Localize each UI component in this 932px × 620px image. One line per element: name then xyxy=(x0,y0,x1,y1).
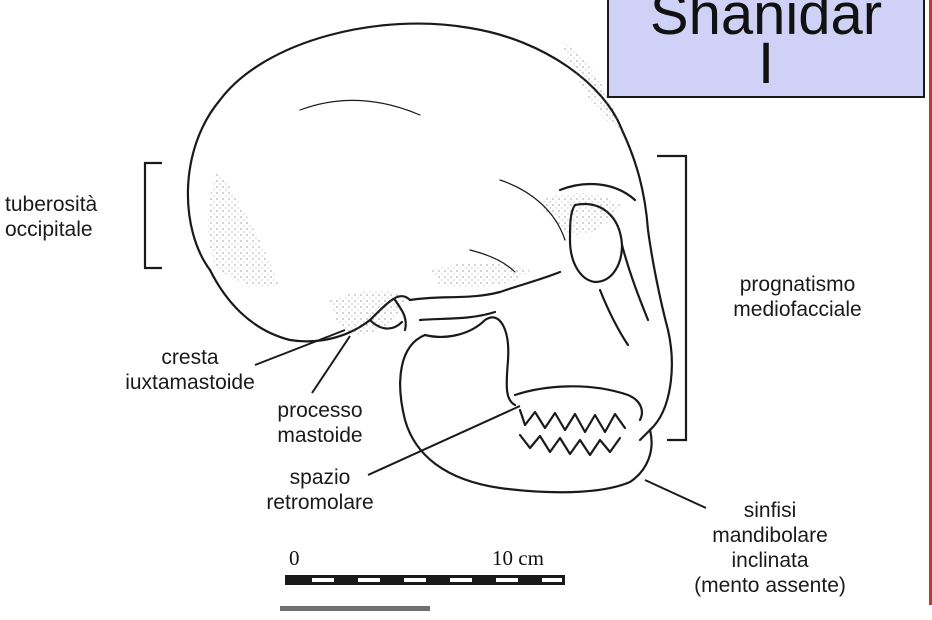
label-spazio: spazio retromolare xyxy=(245,465,395,515)
leader-processo xyxy=(312,336,350,393)
label-sinfisi-line: inclinata xyxy=(670,548,870,573)
label-prognatismo-line: prognatismo xyxy=(710,272,885,297)
label-prognatismo-line: mediofacciale xyxy=(710,297,885,322)
label-processo: processo mastoide xyxy=(245,398,395,448)
label-tuberosita-line: occipitale xyxy=(5,217,97,242)
label-cresta: cresta iuxtamastoide xyxy=(90,345,290,395)
label-tuberosita: tuberosità occipitale xyxy=(5,192,97,242)
label-sinfisi-line: mandibolare xyxy=(670,523,870,548)
label-sinfisi: sinfisi mandibolare inclinata (mento ass… xyxy=(670,498,870,598)
label-spazio-line: spazio xyxy=(245,465,395,490)
title-box: Shanidar I xyxy=(607,0,925,98)
scale-label-end: 10 cm xyxy=(492,546,544,571)
label-cresta-line: iuxtamastoide xyxy=(90,370,290,395)
bracket-left xyxy=(145,163,162,268)
label-cresta-line: cresta xyxy=(90,345,290,370)
label-processo-line: mastoide xyxy=(245,423,395,448)
label-sinfisi-line: (mento assente) xyxy=(670,573,870,598)
scale-bar xyxy=(280,575,565,611)
scale-label-start: 0 xyxy=(289,546,300,571)
label-spazio-line: retromolare xyxy=(245,490,395,515)
label-processo-line: processo xyxy=(245,398,395,423)
label-prognatismo: prognatismo mediofacciale xyxy=(710,272,885,322)
label-sinfisi-line: sinfisi xyxy=(670,498,870,523)
label-tuberosita-line: tuberosità xyxy=(5,192,97,217)
